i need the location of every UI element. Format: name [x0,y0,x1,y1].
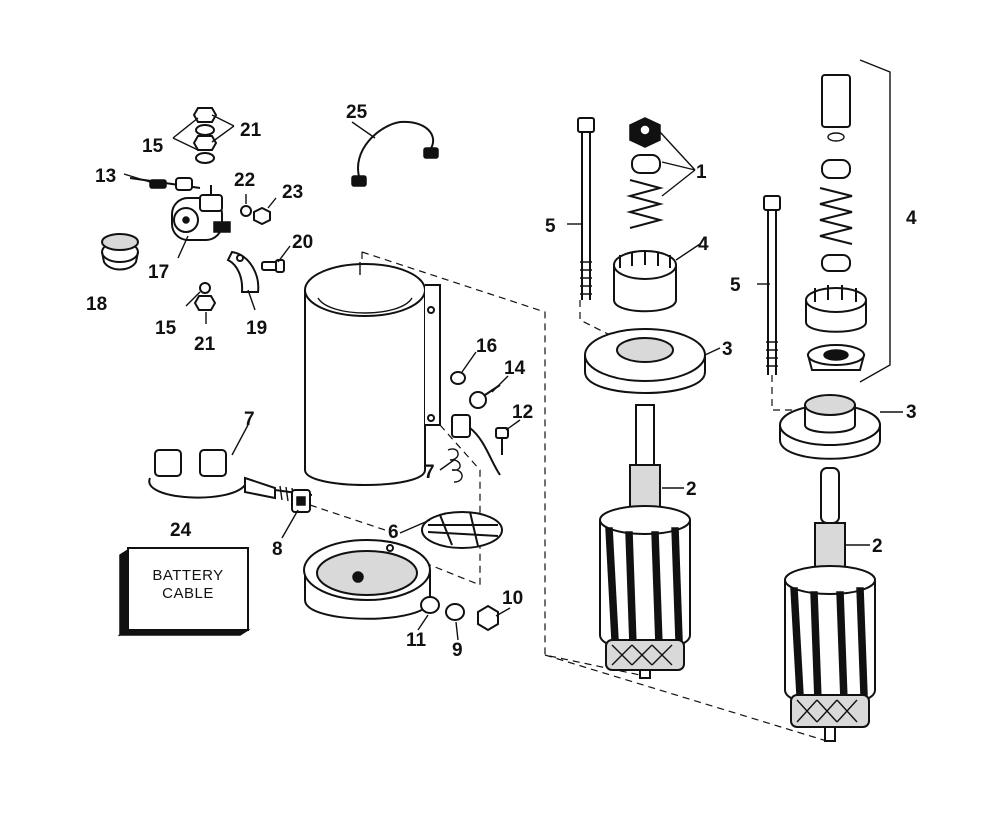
part-7-brushes-right [447,414,501,483]
callout-18: 18 [86,294,107,315]
callout-3-left: 3 [722,339,733,360]
part-10-nut [477,604,499,632]
callout-16: 16 [476,336,497,357]
callout-23: 23 [282,182,303,203]
callout-14: 14 [504,358,526,379]
part-5-thru-bolt-right [763,195,781,375]
part-15-21-nuts-top [192,107,218,164]
part-11-washer [420,596,440,614]
battery-cable-line1: BATTERY [152,567,223,584]
callout-2-right: 2 [872,536,883,557]
part-18-boot [101,233,139,271]
part-16-washer [450,371,466,385]
part-19-bracket [226,250,260,293]
part-5-thru-bolt-left [577,117,595,300]
part-24-battery-cable: BATTERY CABLE [117,547,251,637]
part-22-washer [240,205,252,217]
callout-12: 12 [512,402,533,423]
part-4-drive-kit-right [805,74,867,371]
part-25-wire-lead [351,120,439,187]
callout-10: 10 [502,588,523,609]
battery-cable-line2: CABLE [162,585,214,602]
callout-5-right: 5 [730,275,741,296]
callout-8: 8 [272,539,283,560]
part-13-bolt [129,177,201,191]
callout-9: 9 [452,640,463,661]
callout-17: 17 [148,262,169,283]
callout-24: 24 [170,520,192,541]
part-7-brushes-left [148,449,313,505]
leader-lines [123,59,903,641]
part-9-washer [445,603,465,621]
callout-1: 1 [696,162,707,183]
callout-25: 25 [346,102,368,123]
part-3-end-plate-left [584,328,706,394]
part-4-pinion-left [613,250,677,313]
part-15-21-nuts-bottom [193,282,217,311]
callout-4-left: 4 [698,234,709,255]
callout-2-left: 2 [686,479,697,500]
callout-11: 11 [406,630,427,651]
part-starter-housing [304,263,441,486]
callout-22: 22 [234,170,255,191]
callout-15-top: 15 [142,136,164,157]
part-3-end-plate-right [779,394,881,460]
callout-20: 20 [292,232,313,253]
callout-19: 19 [246,318,267,339]
callout-21-top: 21 [240,120,262,141]
callout-labels: 1 2 2 3 3 4 4 5 5 6 7 7 8 9 10 11 12 13 … [86,102,917,661]
callout-13: 13 [95,166,116,187]
part-20-screw [261,259,285,273]
part-17-solenoid [171,185,231,241]
callout-3-right: 3 [906,402,917,423]
part-end-cap [303,539,431,620]
callout-15-bottom: 15 [155,318,177,339]
callout-7-top: 7 [244,409,255,430]
part-12-screw [495,427,509,455]
part-23-nut [253,206,271,226]
part-2-armature-right [784,467,876,742]
callout-7-brush: 7 [424,462,435,483]
callout-21-bottom: 21 [194,334,216,355]
callout-4-right: 4 [906,208,917,229]
callout-5-left: 5 [545,216,556,237]
part-8-insulator [291,489,311,513]
part-2-armature-left [599,404,691,679]
part-1-drive-hardware [626,117,664,229]
part-6-brush-plate [421,511,503,549]
callout-6: 6 [388,522,399,543]
